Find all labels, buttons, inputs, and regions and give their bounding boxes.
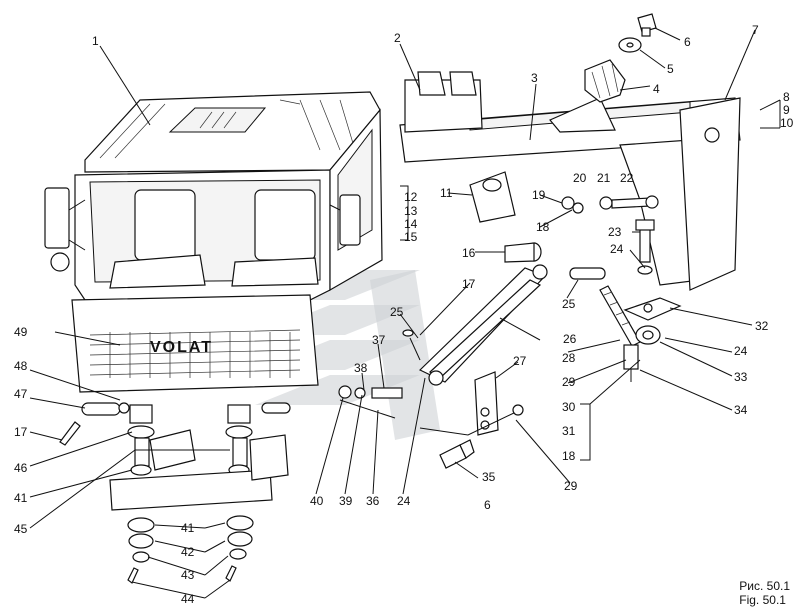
bolt-23 <box>635 219 655 263</box>
callout-28: 28 <box>562 351 576 365</box>
callout-4: 4 <box>653 82 660 96</box>
callout-31: 31 <box>562 424 576 438</box>
callout-24-right: 24 <box>610 242 624 256</box>
strap-28 <box>599 285 641 347</box>
callout-43: 43 <box>181 568 195 582</box>
bushing-4 <box>584 59 626 103</box>
plate-32 <box>623 297 682 321</box>
callout-12: 12 <box>404 190 418 204</box>
fastener-stack-left <box>127 517 155 584</box>
callout-1: 1 <box>92 34 99 48</box>
bracket-27 <box>474 371 499 436</box>
nut-24-right <box>637 265 653 275</box>
frame-member <box>399 71 741 291</box>
callout-40: 40 <box>310 494 324 508</box>
callout-46: 46 <box>14 461 28 475</box>
callout-labels: 1 2 3 4 5 6 7 8 9 10 11 12 13 14 15 16 1… <box>14 23 794 606</box>
callout-13: 13 <box>404 204 418 218</box>
handle-36 <box>339 399 396 419</box>
washer-5 <box>618 37 642 53</box>
callout-18-right: 18 <box>562 449 576 463</box>
pin-right-small <box>261 402 291 414</box>
caption-ru: Рис. 50.1 <box>739 579 790 593</box>
callout-17-center: 17 <box>462 277 476 291</box>
mount-right <box>225 404 253 476</box>
callout-25-center: 25 <box>390 305 404 319</box>
cotter-17-left <box>59 421 81 446</box>
callout-34: 34 <box>734 403 748 417</box>
callout-37: 37 <box>372 333 386 347</box>
callout-8: 8 <box>783 90 790 104</box>
callout-6-bottom: 6 <box>484 498 491 512</box>
callout-33: 33 <box>734 370 748 384</box>
callout-2: 2 <box>394 31 401 45</box>
callout-29-upper: 29 <box>562 375 576 389</box>
callout-26: 26 <box>563 332 577 346</box>
callout-20: 20 <box>573 171 587 185</box>
callout-44: 44 <box>181 592 195 606</box>
callout-41-left: 41 <box>14 491 28 505</box>
washers-19-22 <box>561 195 659 214</box>
bracket-11 <box>469 171 516 223</box>
callout-17-left: 17 <box>14 425 28 439</box>
brand-grille-text: VOLAT <box>150 339 213 356</box>
callout-47: 47 <box>14 387 28 401</box>
callout-9: 9 <box>783 103 790 117</box>
leader-lines <box>29 27 781 599</box>
connector-29-34 <box>623 344 639 382</box>
callout-38: 38 <box>354 361 368 375</box>
callout-24-far-right: 24 <box>734 344 748 358</box>
callout-21: 21 <box>597 171 611 185</box>
callout-30: 30 <box>562 400 576 414</box>
mount-left <box>127 404 155 476</box>
callout-11: 11 <box>440 186 453 200</box>
nut-33-24 <box>635 325 661 345</box>
bolt-6-top <box>637 13 657 37</box>
callout-19: 19 <box>532 188 546 202</box>
callout-23: 23 <box>608 225 622 239</box>
callout-6-top: 6 <box>684 35 691 49</box>
rod-29-lower <box>419 404 524 436</box>
callout-7: 7 <box>752 23 759 37</box>
callout-14: 14 <box>404 217 418 231</box>
callout-18-center: 18 <box>536 220 550 234</box>
bolt-35 <box>439 439 475 469</box>
callout-39: 39 <box>339 494 353 508</box>
bushing-16 <box>504 242 542 263</box>
callout-24-bottom: 24 <box>397 494 411 508</box>
pin-25-right <box>569 267 606 280</box>
callout-42: 42 <box>181 545 195 559</box>
callout-5: 5 <box>667 62 674 76</box>
washers-38-39-40 <box>338 385 403 399</box>
callout-41-bottom: 41 <box>181 521 195 535</box>
callout-45: 45 <box>14 522 28 536</box>
callout-3: 3 <box>531 71 538 85</box>
callout-16: 16 <box>462 246 476 260</box>
callout-36: 36 <box>366 494 380 508</box>
caption-en: Fig. 50.1 <box>739 593 786 607</box>
fastener-stack-right <box>225 515 254 582</box>
callout-15: 15 <box>404 230 418 244</box>
strut-26 <box>418 264 548 386</box>
callout-25-right: 25 <box>562 297 576 311</box>
callout-29-lower: 29 <box>564 479 578 493</box>
cab-assembly <box>44 91 383 393</box>
callout-32: 32 <box>755 319 769 333</box>
callout-49: 49 <box>14 325 28 339</box>
pin-47 <box>81 402 130 416</box>
pin-25-center <box>402 329 421 361</box>
callout-22: 22 <box>620 171 634 185</box>
callout-27: 27 <box>513 354 527 368</box>
callout-10: 10 <box>780 116 794 130</box>
figure-caption: Рис. 50.1 Fig. 50.1 <box>739 579 790 607</box>
callout-35: 35 <box>482 470 496 484</box>
callout-48: 48 <box>14 359 28 373</box>
